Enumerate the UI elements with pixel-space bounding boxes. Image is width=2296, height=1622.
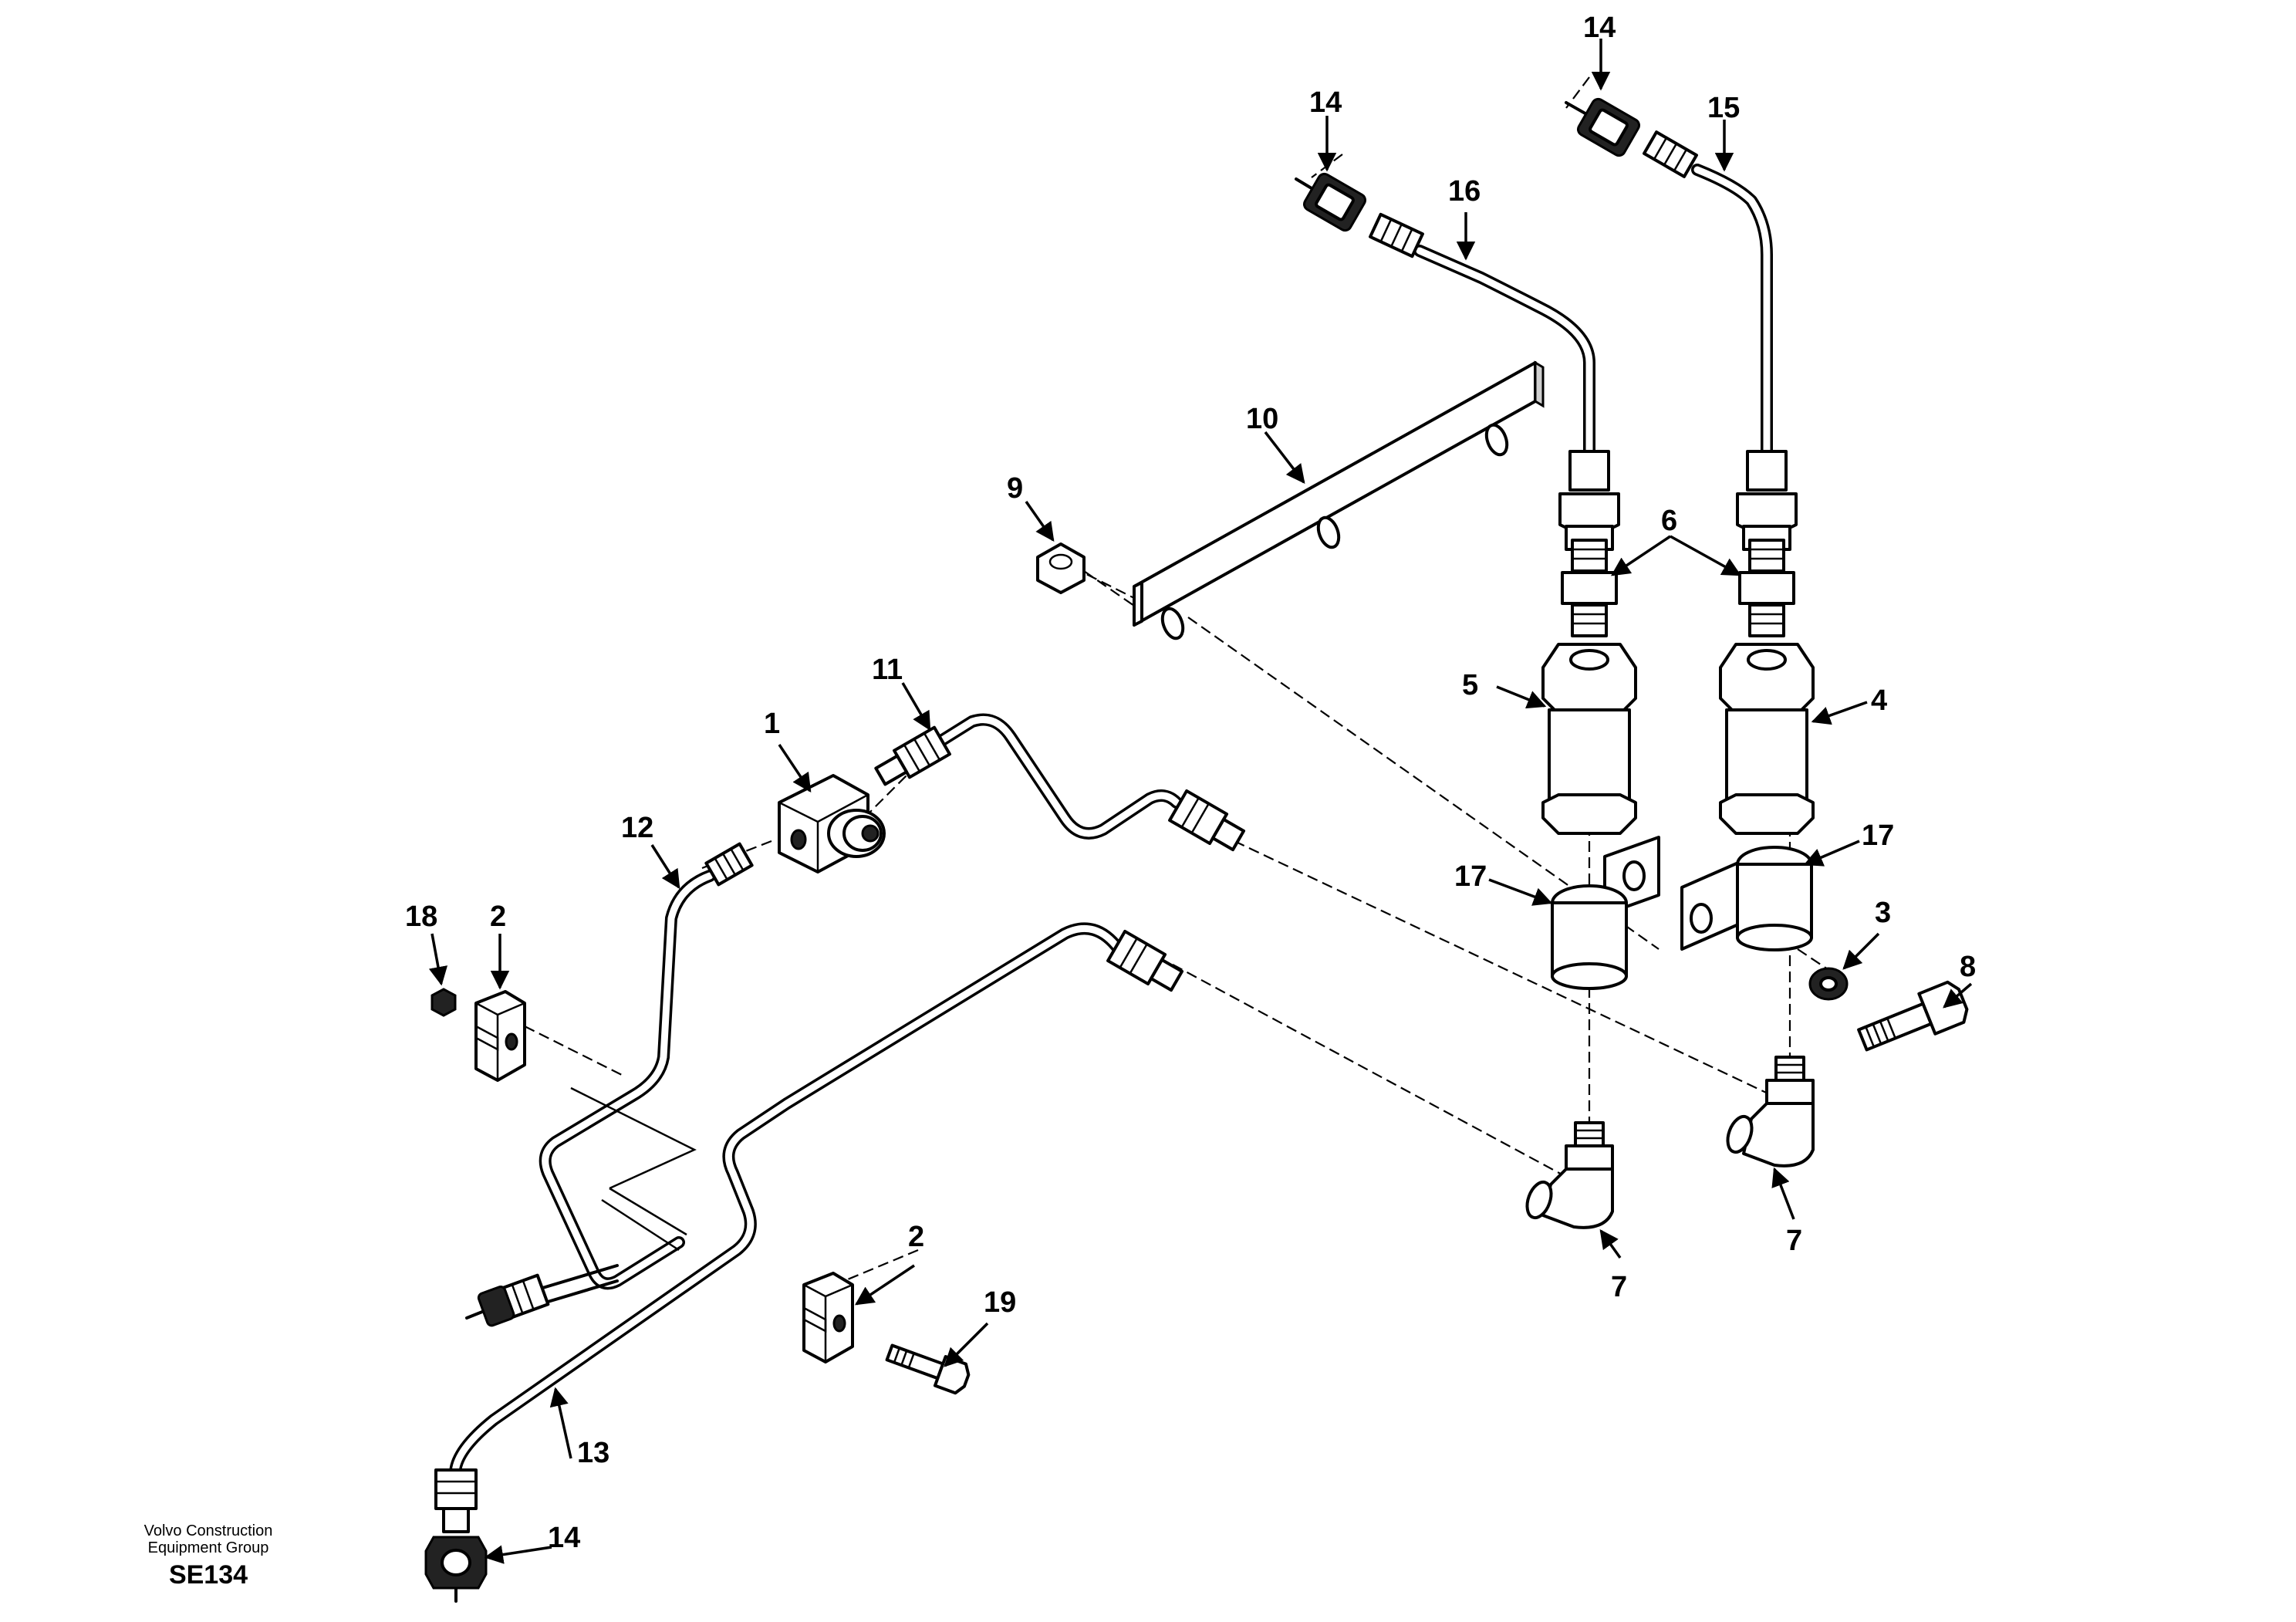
callout-19: 19 [984, 1286, 1016, 1319]
callout-10: 10 [1246, 403, 1278, 435]
callout-1: 1 [764, 708, 780, 740]
nut-14-bottom [424, 1536, 488, 1603]
adapter-6-left [1561, 539, 1618, 637]
callout-13: 13 [577, 1437, 609, 1469]
callout-5: 5 [1462, 669, 1478, 701]
pipe-15-end-fitting [1736, 450, 1798, 551]
elbow-7-right [1726, 1056, 1815, 1168]
callout-14-bottom: 14 [548, 1522, 580, 1554]
maker-line-2: Equipment Group [148, 1539, 269, 1556]
pipe-13-upper-fitting [1106, 929, 1184, 992]
pipe-11 [935, 713, 1183, 840]
pipe-13-lower-fitting [434, 1468, 478, 1533]
adapter-6-right [1738, 539, 1795, 637]
nut-9 [1036, 542, 1135, 607]
callout-7-left: 7 [1611, 1271, 1627, 1303]
callout-18: 18 [405, 901, 437, 933]
callout-9: 9 [1007, 472, 1023, 505]
callout-14-top-right: 14 [1583, 12, 1616, 44]
callout-8: 8 [1960, 951, 1976, 983]
callout-labels: 14 14 15 16 10 9 6 5 4 17 17 3 8 7 7 11 … [405, 12, 1976, 1554]
pipe-16-end-fitting [1558, 450, 1620, 551]
pipe-15-nut [1643, 130, 1698, 178]
pipe-crossing-lines [570, 1086, 697, 1252]
pipe-16-nut [1369, 212, 1424, 259]
pipe-12-end-fitting [704, 842, 754, 887]
clamp-17-right [1680, 846, 1813, 951]
bolt-8 [1857, 980, 1969, 1052]
callout-14-upper-left: 14 [1309, 86, 1342, 119]
pipe-12-lower-nut [465, 1264, 619, 1327]
figure-code: SE134 [169, 1560, 248, 1590]
nut-18 [430, 988, 457, 1017]
callout-2-upper: 2 [490, 901, 506, 933]
nut-14-upper-left [1295, 172, 1367, 232]
pipe-15 [1691, 164, 1773, 461]
callout-16: 16 [1448, 175, 1481, 208]
washer-3 [1808, 967, 1849, 1001]
pipe-12 [539, 870, 716, 1290]
callout-6: 6 [1661, 505, 1677, 537]
callout-17-right: 17 [1862, 819, 1894, 852]
union-11 [874, 725, 951, 786]
callout-12: 12 [621, 812, 653, 844]
leader-arrows [428, 39, 1973, 1564]
assembly-lines [524, 76, 1845, 1290]
clamp-17-left [1551, 836, 1660, 990]
callout-11: 11 [872, 654, 903, 686]
callout-17-left: 17 [1454, 860, 1487, 893]
filter-5 [1541, 643, 1637, 835]
callout-3: 3 [1875, 897, 1891, 929]
callout-15: 15 [1707, 92, 1740, 124]
pipe-13 [449, 922, 1125, 1480]
connector-block-1 [778, 774, 886, 874]
pipe-16 [1413, 245, 1595, 461]
clamp-block-2-lower [802, 1272, 854, 1363]
filter-4 [1719, 643, 1815, 835]
pipe-11-end-fitting [1168, 789, 1246, 852]
callout-4: 4 [1871, 684, 1887, 717]
elbow-7-left [1525, 1121, 1614, 1229]
callout-7-right: 7 [1786, 1225, 1802, 1257]
clamp-block-2-upper [474, 990, 526, 1082]
figure-footer: Volvo Construction Equipment Group SE134 [144, 1522, 273, 1590]
callout-2-lower: 2 [908, 1221, 924, 1253]
maker-line-1: Volvo Construction [144, 1522, 273, 1539]
bolt-19 [885, 1343, 971, 1395]
nut-14-top-right [1565, 97, 1641, 157]
bracket-plate-10 [1133, 360, 1545, 640]
